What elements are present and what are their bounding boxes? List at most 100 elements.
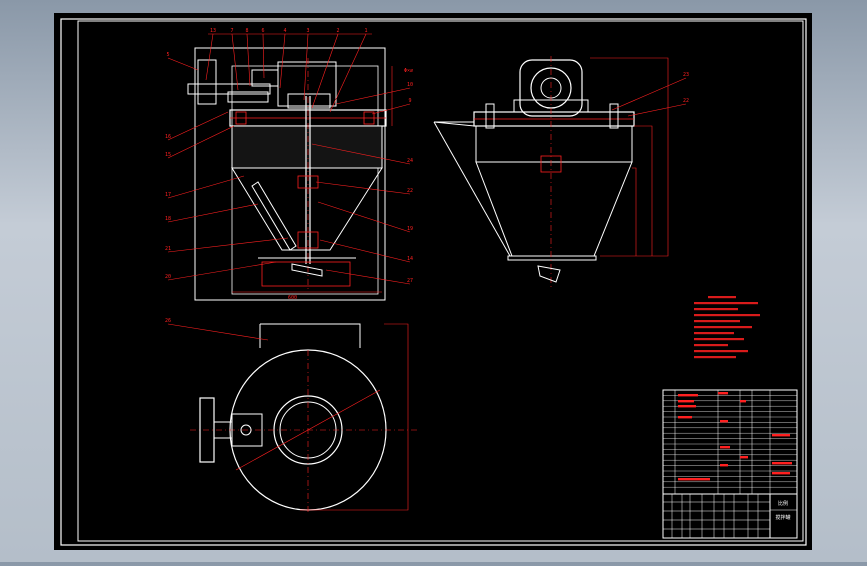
front-left-callout-17-line — [167, 175, 245, 199]
front-right-callout-27-text: 27 — [407, 278, 413, 284]
tech-note-line — [694, 356, 736, 359]
front-top-callout-4-text: 4 — [283, 28, 286, 34]
front-left-callout-15-line — [167, 125, 235, 159]
front-left-callout-5-line — [167, 57, 199, 71]
plan-diameter-leader — [235, 389, 381, 471]
front-left-leaders: 5 16 15 17 18 21 20 — [165, 52, 289, 281]
side-cone-left — [433, 121, 511, 257]
front-right-callout-24: 24 — [311, 143, 413, 165]
front-left-callout-20: 20 — [165, 261, 277, 281]
front-top-callout-7: 7 — [230, 28, 239, 91]
front-left-callout-5: 5 — [166, 52, 199, 71]
front-left-callout-18-line — [167, 203, 259, 223]
cone-height-dim — [632, 167, 637, 256]
tech-note-line — [694, 332, 734, 335]
front-left-callout-16-line — [167, 111, 229, 141]
tech-note-line — [694, 338, 744, 341]
inner-frame — [77, 20, 804, 542]
plan-callout-26: 26 — [165, 318, 269, 341]
lid-bolt-right — [363, 111, 375, 125]
front-left-callout-20-line — [167, 261, 277, 281]
parts-cell-text — [678, 416, 692, 419]
front-left-callout-15: 15 — [165, 125, 235, 159]
parts-cell-text — [772, 434, 790, 437]
front-left-callout-15-text: 15 — [165, 152, 171, 158]
parts-list — [663, 389, 797, 494]
side-callout-23-text: 23 — [683, 72, 689, 78]
plan-callout-26-text: 26 — [165, 318, 171, 324]
front-left-callout-5-text: 5 — [166, 52, 169, 58]
outer-frame — [60, 18, 807, 546]
front-left-callout-18-text: 18 — [165, 216, 171, 222]
front-left-callout-17: 17 — [165, 175, 245, 199]
side-impeller — [537, 265, 561, 283]
front-right-callout-10-text: 10 — [407, 82, 413, 88]
front-left-callout-16-text: 16 — [165, 134, 171, 140]
front-top-callout-7-text: 7 — [230, 28, 233, 34]
gear-housing — [187, 83, 271, 95]
front-left-callout-21-line — [167, 237, 289, 253]
front-right-callout-19: 19 — [317, 201, 413, 233]
tech-note-line — [694, 308, 738, 311]
front-top-callout-8: 8 — [245, 28, 251, 87]
front-top-callout-7-line — [231, 33, 239, 91]
front-top-callout-8-text: 8 — [245, 28, 248, 34]
front-top-callout-6-text: 6 — [261, 28, 264, 34]
front-top-callout-3: 3 — [303, 28, 310, 101]
front-top-callout-4: 4 — [279, 28, 287, 89]
front-left-callout-21-text: 21 — [165, 246, 171, 252]
parts-cell-text — [678, 405, 696, 408]
plan-motor-outline — [260, 323, 361, 348]
side-bolt-left — [485, 103, 495, 129]
front-right-callout-27-line — [325, 269, 411, 285]
baffle — [251, 181, 297, 251]
bottom-bearing — [297, 231, 319, 249]
front-envelope — [194, 47, 386, 301]
lid-bolt-left — [235, 111, 247, 125]
front-top-callout-4-line — [279, 33, 286, 89]
overall-height-dim — [590, 57, 669, 257]
title-block: 比例 搅拌罐 — [662, 389, 798, 539]
front-right-callout-22-line — [315, 181, 411, 195]
side-view — [433, 56, 669, 290]
side-bolt-right — [609, 103, 619, 129]
parts-cell-text — [678, 478, 710, 481]
side-callout-23-line — [611, 77, 687, 111]
parts-cell-text — [720, 464, 728, 467]
front-top-callout-6: 6 — [261, 28, 265, 79]
parts-cell-text — [772, 462, 792, 465]
parts-cell-text — [678, 394, 698, 397]
tech-note-line — [694, 320, 740, 323]
front-top-callout-6-line — [262, 33, 265, 79]
side-callout-23: 23 — [611, 72, 689, 111]
inlet-chute — [433, 121, 475, 127]
front-top-callout-1: 1 — [329, 28, 368, 113]
front-left-callout-18: 18 — [165, 203, 259, 223]
front-right-callout-19-text: 19 — [407, 226, 413, 232]
bearing-seat — [227, 91, 269, 103]
handwheel — [197, 59, 217, 105]
plan-leaders: 26 — [165, 318, 269, 341]
drawing-name: 搅拌罐 — [775, 514, 790, 521]
parts-cell-text — [720, 446, 730, 449]
tank-cone — [231, 167, 383, 251]
tech-note-line — [694, 344, 728, 347]
body-height-dim — [634, 125, 653, 256]
parts-cell-text — [772, 472, 790, 475]
title-grid — [663, 494, 797, 539]
front-top-callout-3-line — [303, 33, 309, 101]
side-callout-22-line — [627, 103, 687, 117]
front-right-callout-27: 27 — [325, 269, 413, 285]
front-right-callout-9-text: 9 — [408, 98, 411, 104]
parts-cell-text — [678, 400, 694, 403]
front-top-callout-13-text: 13 — [210, 28, 216, 34]
parts-cell-text — [720, 420, 728, 423]
front-top-callout-13-line — [205, 33, 214, 81]
front-left-callout-20-text: 20 — [165, 274, 171, 280]
plan-dimension — [300, 323, 409, 511]
front-top-callout-8-line — [246, 33, 251, 87]
